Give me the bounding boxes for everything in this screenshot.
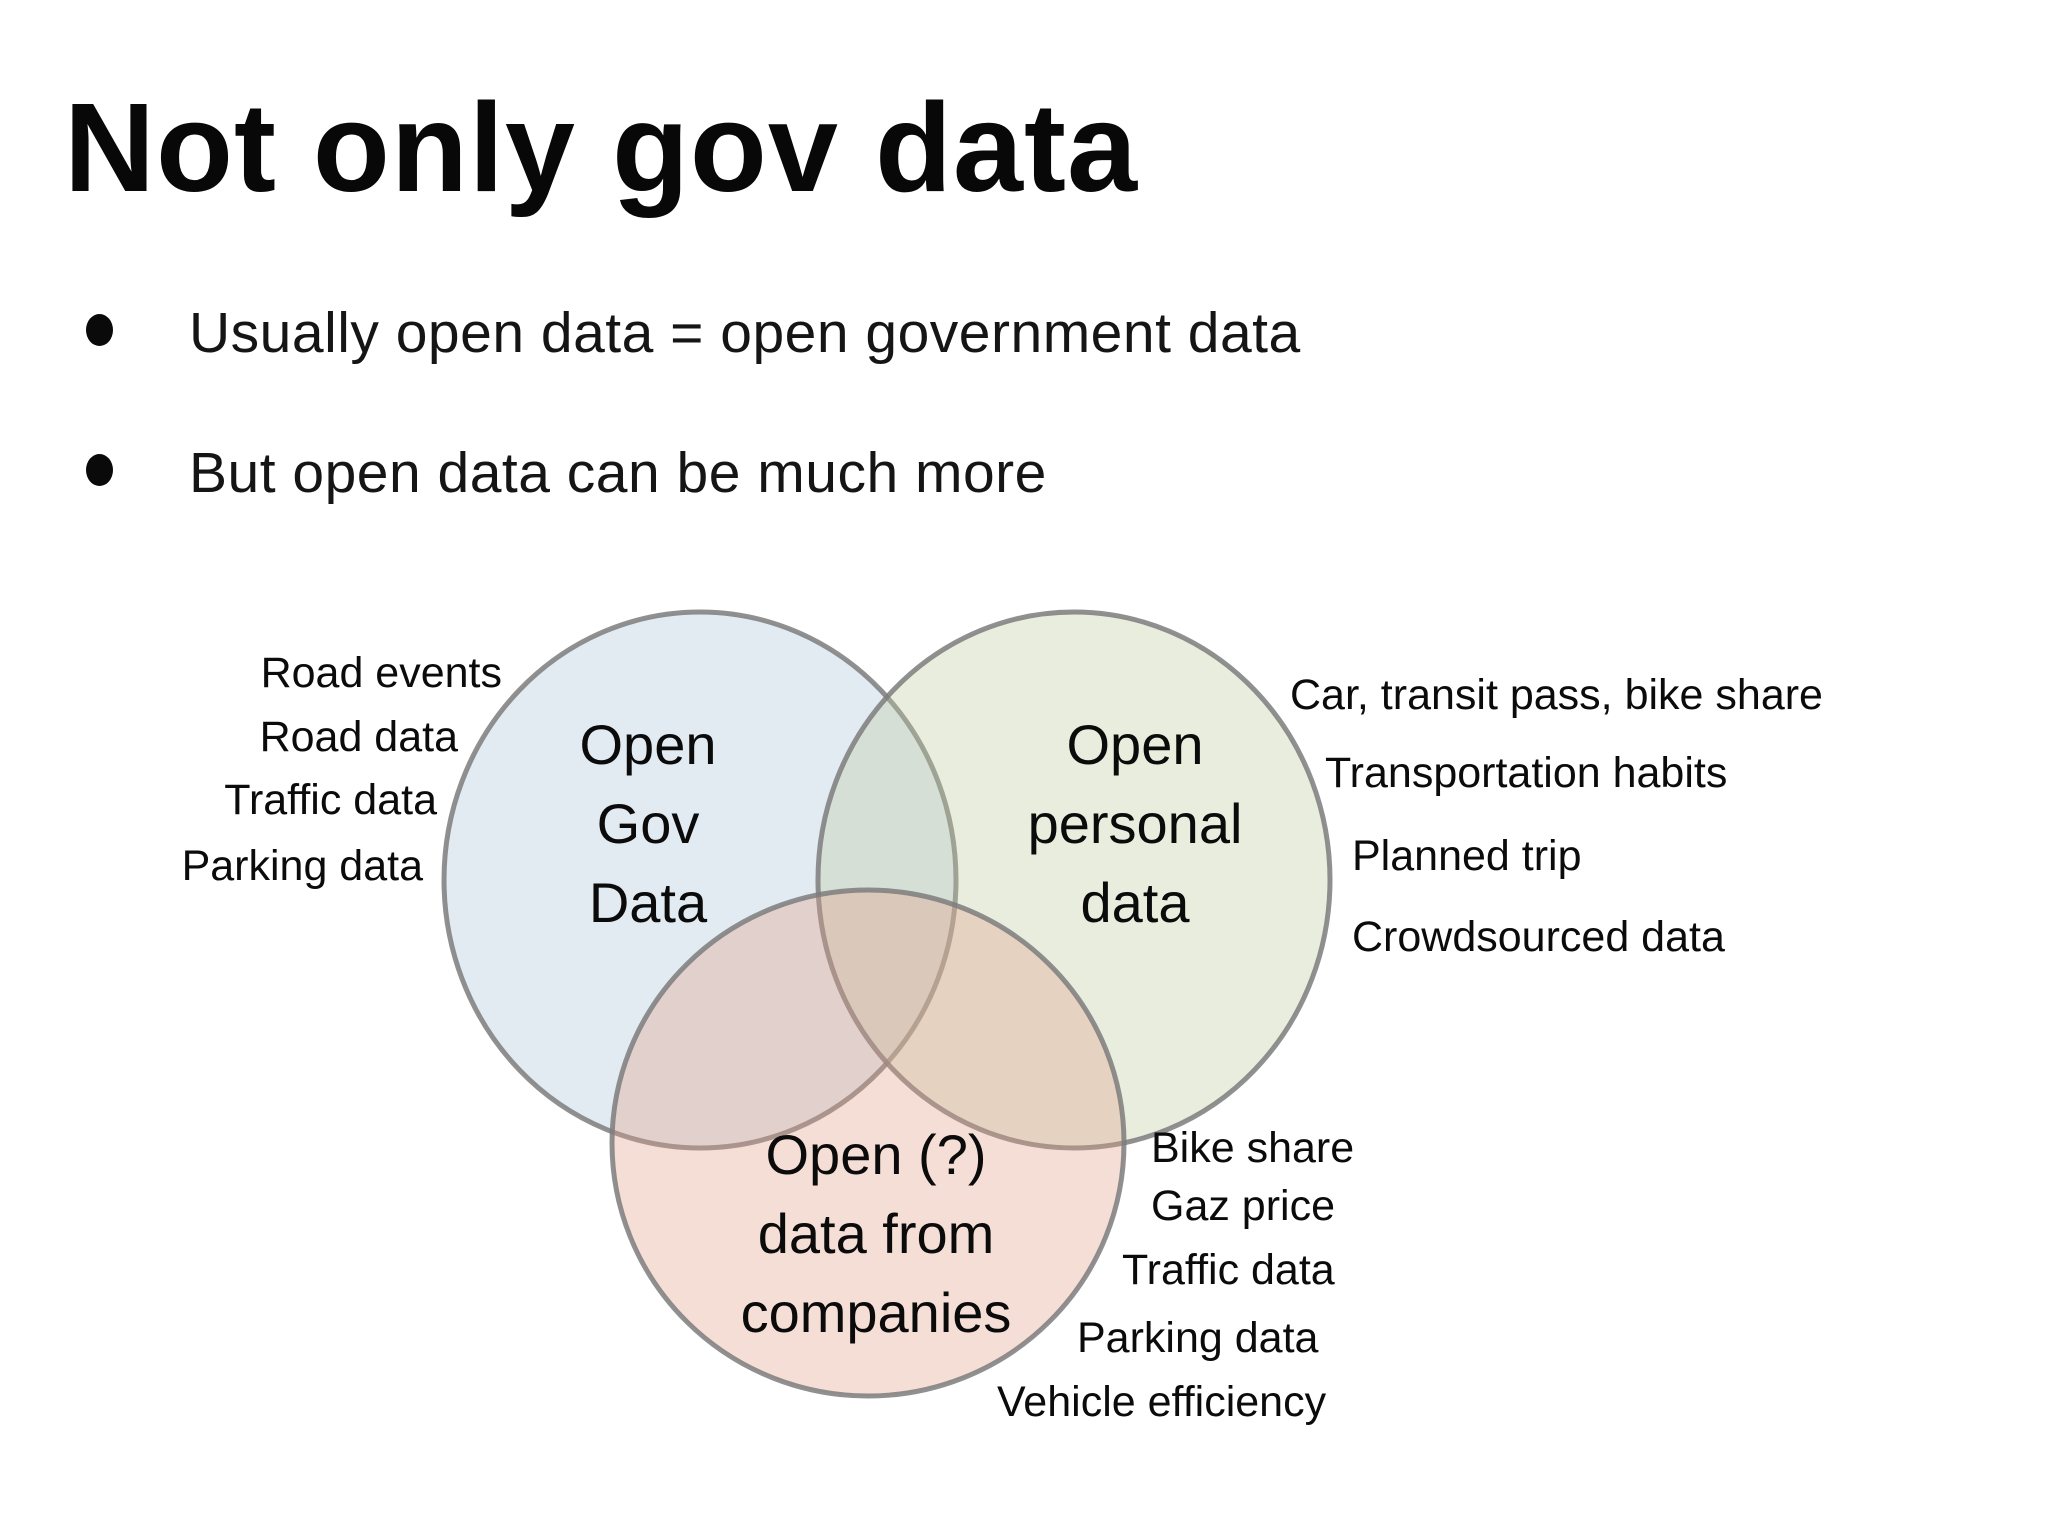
venn-label-gov-line: Data [588, 871, 708, 934]
companies-side-label: Vehicle efficiency [997, 1378, 1327, 1426]
venn-label-companies-line: companies [740, 1281, 1012, 1344]
venn-label-personal-line: personal [1027, 792, 1243, 855]
venn-label-gov-line: Open [579, 713, 717, 776]
bullet-dot-icon [86, 454, 113, 486]
bullet-item: But open data can be much more [86, 436, 1301, 510]
bullet-text: But open data can be much more [189, 441, 1047, 505]
companies-side-label: Bike share [1151, 1124, 1355, 1172]
gov-side-label: Parking data [181, 842, 423, 890]
bullet-list: Usually open data = open government data… [86, 296, 1301, 576]
venn-label-gov: Open Gov Data [580, 705, 717, 942]
gov-side-label: Traffic data [224, 776, 437, 824]
companies-side-label: Gaz price [1151, 1182, 1336, 1230]
personal-side-label: Transportation habits [1325, 749, 1728, 797]
companies-side-label: Parking data [1077, 1314, 1319, 1362]
venn-label-gov-line: Gov [596, 792, 700, 855]
venn-label-personal-line: data [1080, 871, 1190, 934]
venn-label-companies: Open (?) data from companies [741, 1115, 1012, 1352]
personal-side-label: Crowdsourced data [1352, 913, 1725, 961]
bullet-dot-icon [86, 314, 113, 346]
personal-side-label: Car, transit pass, bike share [1290, 671, 1823, 719]
venn-label-companies-line: data from [757, 1202, 995, 1265]
venn-circle-personal [815, 609, 1333, 1151]
companies-side-label: Traffic data [1122, 1246, 1335, 1294]
gov-side-label: Road events [260, 649, 502, 697]
venn-label-personal-line: Open [1066, 713, 1204, 776]
venn-circle-gov [441, 609, 959, 1151]
page-title: Not only gov data [64, 77, 1139, 218]
bullet-text: Usually open data = open government data [189, 301, 1301, 365]
venn-circle-companies [609, 887, 1127, 1399]
bullet-item: Usually open data = open government data [86, 296, 1301, 370]
venn-label-personal: Open personal data [1028, 705, 1243, 942]
venn-label-companies-line: Open (?) [765, 1123, 987, 1186]
gov-side-label: Road data [259, 713, 458, 761]
personal-side-label: Planned trip [1352, 832, 1582, 880]
